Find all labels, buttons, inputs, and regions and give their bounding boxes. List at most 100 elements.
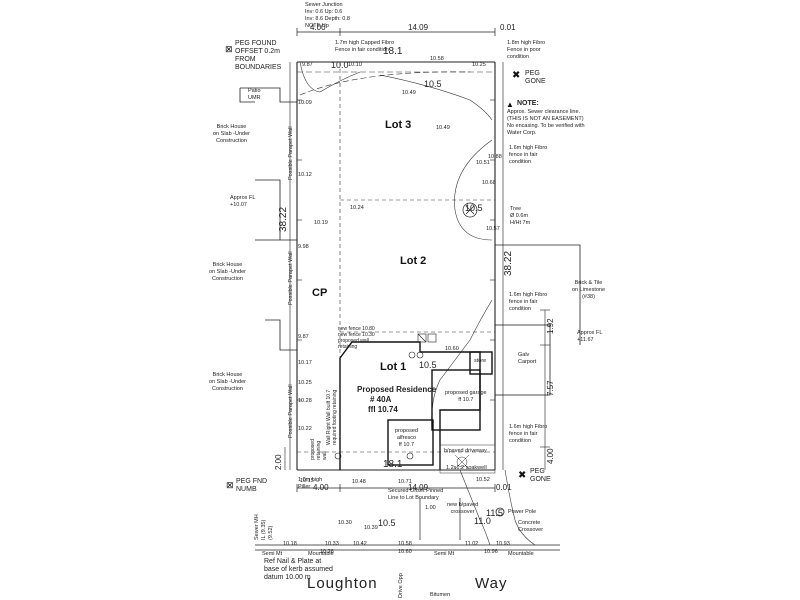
spot-level: 10.68: [482, 180, 496, 186]
spot-level: 10.30: [338, 520, 352, 526]
lot3-label: Lot 3: [385, 119, 412, 131]
approx-fl-right: Approx FL +11.67: [577, 330, 603, 343]
spot-level: 9.98: [298, 244, 309, 250]
spot-level: 10.52: [476, 477, 490, 483]
dim-left-200: 2.00: [274, 454, 283, 470]
bottom-dimension-line: [296, 484, 496, 492]
spot-level: 10.17: [298, 360, 312, 366]
spot-level: 10.42: [353, 541, 367, 547]
dim-top-mid: 14.09: [408, 23, 429, 32]
mountable-2: Mountable: [508, 551, 534, 557]
peg-gone-bottom: PEG GONE: [530, 468, 551, 483]
soakwell-label: 1.2x1.2 soakwell: [446, 465, 487, 471]
parapet-wall-1: Possible Parapet Wall: [288, 126, 294, 180]
dim-bottom-right: 0.01: [496, 483, 512, 492]
fence-right-1: 1.6m high Fibro fence in fair condition: [509, 145, 548, 165]
spot-level: 10.10: [348, 62, 362, 68]
equipment-symbols: [334, 333, 437, 460]
spot-level: 10.28: [298, 398, 312, 404]
dim-top-left: 4.00: [310, 23, 326, 32]
spot-level: 10.60: [445, 346, 459, 352]
dim-top-boundary: 18.1: [383, 46, 403, 57]
spot-level: 10.25: [298, 380, 312, 386]
dim-bottom-mid: 14.09: [408, 483, 429, 492]
spot-level: 10.51: [476, 160, 490, 166]
peg-found-note: PEG FOUND OFFSET 0.2m FROM BOUNDARIES: [235, 40, 282, 71]
spot-level: 10.25: [472, 62, 486, 68]
cp-label: CP: [312, 287, 328, 299]
brick-tile-label: Brick & Tile on Limestone (#38): [572, 280, 606, 300]
parapet-wall-2: Possible Parapet Wall: [288, 251, 294, 305]
spot-level: 10.58: [430, 56, 444, 62]
proposed-residence-label: Proposed Residence: [357, 385, 437, 394]
boundary-note-label: Wall Right Wall built 10.7 required foot…: [326, 389, 338, 445]
driveway-label: b/paved driveway: [444, 448, 487, 454]
spot-level: 11.02: [465, 541, 479, 547]
brick-house-2: Brick House on Slab -Under Construction: [209, 262, 246, 282]
driveway: [439, 444, 496, 474]
proposed-wall-label: proposed retaining wall: [310, 439, 328, 460]
spot-level: 10.88: [488, 154, 502, 160]
contour-10-5d: 10.5: [378, 518, 396, 528]
semi-mt-1: Semi Mt: [262, 551, 283, 557]
dim-top-right: 0.01: [500, 23, 516, 32]
dim-right-757: 7.57: [546, 380, 555, 396]
store-label: store: [474, 358, 487, 364]
warning-icon: ▲: [506, 100, 514, 109]
power-pole-symbol: [495, 507, 505, 517]
spot-level: 10.09: [298, 100, 312, 106]
dim-1-00: 1.00: [425, 505, 436, 511]
sewer-main-label: Sewer MH IL (9.35) (9.52): [254, 514, 274, 540]
semi-mt-2: Semi Mt: [434, 551, 455, 557]
spot-level: 10.71: [398, 479, 412, 485]
spot-level: 10.60: [398, 549, 412, 555]
tree-label: Tree Ø 0.6m H/Ht 7m: [510, 206, 531, 226]
power-pole-label: Power Pole: [508, 509, 537, 515]
spot-level: 10.19: [314, 220, 328, 226]
note-title: NOTE:: [517, 100, 539, 107]
new-crossover-label: new b/paved crossover: [447, 502, 479, 515]
drive-opp-label: Drive Opp: [398, 573, 404, 598]
spot-level: 10.15: [300, 478, 314, 484]
bitumen-label: Bitumen: [430, 592, 451, 598]
spot-level: 9.87: [302, 62, 313, 68]
contour-lines: [299, 61, 536, 546]
contour-11-0: 11.0: [474, 516, 491, 526]
new-fence-label: new fence 10.80 new fence 10.30 proposed…: [338, 326, 375, 350]
fence-bottom-left: 1.0m high Piller: [298, 477, 323, 490]
brick-house-1: Brick House on Slab -Under Construction: [213, 124, 250, 144]
sewer-junction-note: Sewer Junction Inv: 0.6 Up: 0.6 Inv: 8.6…: [305, 2, 350, 29]
peg-gone-bottom-icon: ✖: [518, 470, 527, 481]
spot-level: 10.57: [486, 226, 500, 232]
tree-symbol: [462, 202, 478, 218]
dim-bottom-left: 4.00: [313, 483, 329, 492]
peg-fnd-numb: PEG FND NUMB: [236, 478, 268, 493]
spot-level: 10.49: [436, 125, 450, 131]
lot2-label: Lot 2: [400, 255, 427, 267]
contour-10-5a: 10.5: [424, 79, 442, 89]
proposed-residence-outline: [339, 341, 493, 470]
road-name-loughton: Loughton: [307, 575, 378, 592]
spot-level: 10.12: [298, 172, 312, 178]
fence-right-3: 1.6m high Fibro fence in fair condition: [509, 424, 548, 444]
dim-left-side: 38.22: [278, 206, 289, 232]
spot-level: 10.49: [402, 90, 416, 96]
neighbour-structures-right: [494, 244, 581, 396]
parapet-wall-3: Possible Parapet Wall: [288, 384, 294, 438]
fence-top-right-label: 1.8m high Fibro Fence in poor condition: [507, 40, 546, 60]
sewer-clearance-line: [297, 71, 495, 96]
contour-10-5b: 10.5: [465, 203, 483, 213]
neighbour-structures-left: [239, 87, 297, 351]
spot-level: 10.39: [364, 525, 378, 531]
spot-level: 10.96: [484, 549, 498, 555]
contour-10-5c: 10.5: [419, 360, 437, 370]
fence-right-2: 1.6m high Fibro fence in fair condition: [509, 292, 548, 312]
spot-level: 10.58: [398, 541, 412, 547]
dim-bottom-boundary: 18.1: [383, 459, 403, 470]
peg-found-icon: ⊠: [225, 44, 233, 54]
contour-11-5: 11.5: [486, 508, 503, 518]
house-number: # 40A: [370, 395, 392, 404]
dim-right-400: 4.00: [546, 448, 555, 464]
spot-level: 10.93: [496, 541, 510, 547]
lot1-label: Lot 1: [380, 361, 407, 373]
